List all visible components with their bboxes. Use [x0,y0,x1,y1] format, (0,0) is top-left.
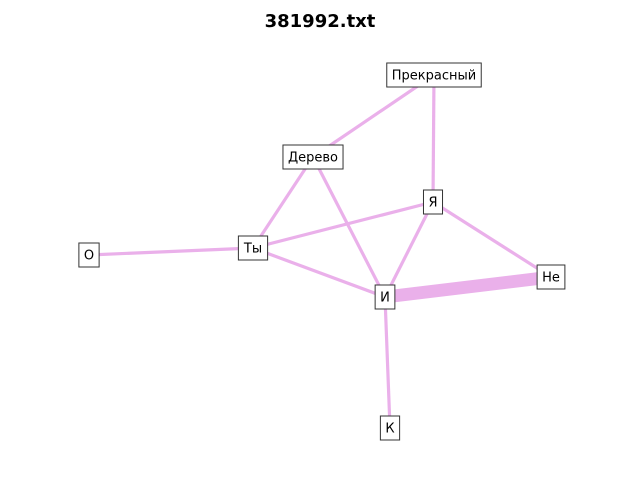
node-label-derevo: Дерево [288,151,338,166]
node-label-o: О [84,249,94,264]
edge-ya-ne [432,200,552,279]
edge-ya-i [383,201,435,298]
node-box-o [78,242,100,268]
edge-ty-i [252,246,386,299]
node-box-prekrasny [386,62,482,88]
node-i: И [374,284,396,310]
node-o: О [78,242,100,268]
node-ty: Ты [237,235,269,261]
node-box-ne [536,264,566,290]
node-label-prekrasny: Прекрасный [392,69,476,84]
edge-derevo-ty [251,156,315,249]
node-box-k [379,415,401,441]
node-label-ne: Не [542,271,560,286]
edge-prekrasny-derevo [312,73,435,159]
node-k: К [379,415,401,441]
node-prekrasny: Прекрасный [386,62,482,88]
edge-prekrasny-ya [431,74,436,203]
edge-ya-ty [252,200,434,250]
node-label-i: И [380,291,390,306]
edge-layer [88,73,552,429]
node-label-ya: Я [428,196,437,211]
node-label-k: К [385,422,394,437]
node-box-ty [237,235,269,261]
node-box-ya [422,189,444,215]
node-derevo: Дерево [282,144,344,170]
edge-derevo-i [311,156,387,298]
node-ya: Я [422,189,444,215]
node-ne: Не [536,264,566,290]
edge-o-ty [88,246,254,257]
edge-i-k [383,296,392,429]
diagram-title: 381992.txt [264,11,376,32]
node-label-ty: Ты [243,242,262,257]
edge-i-ne [384,270,552,304]
node-box-derevo [282,144,344,170]
node-box-i [374,284,396,310]
